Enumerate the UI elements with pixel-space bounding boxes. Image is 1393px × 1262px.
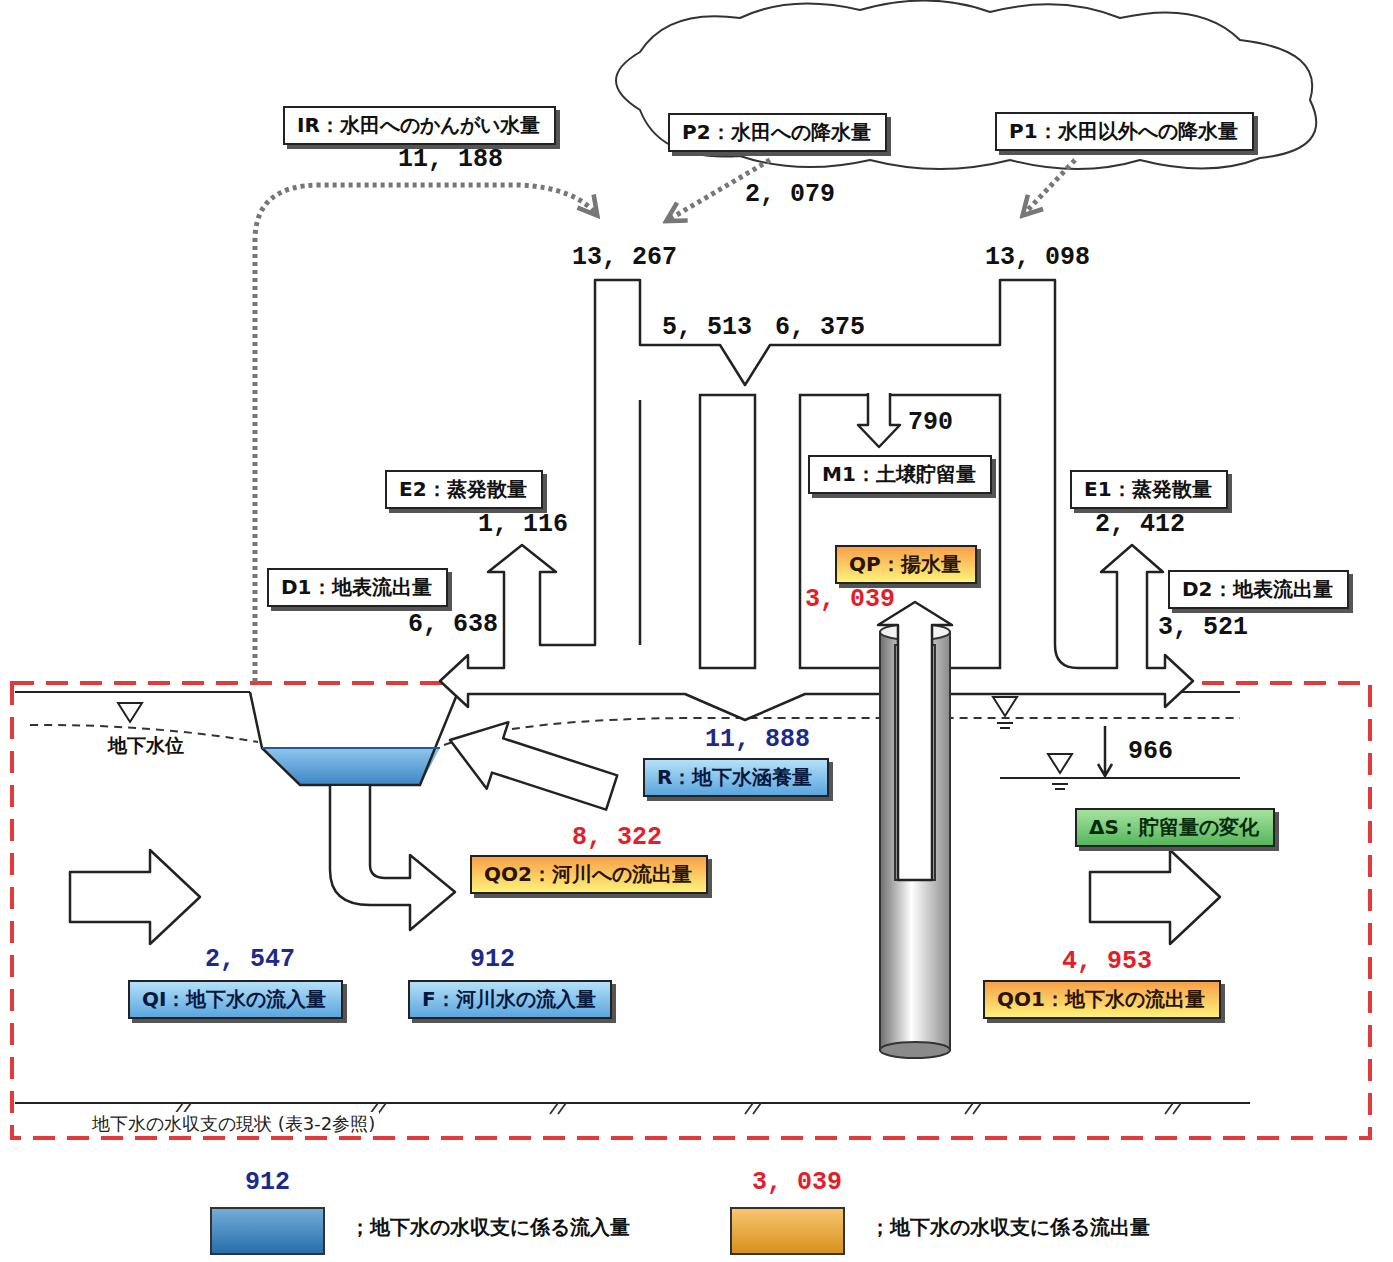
water-level-symbol: [993, 697, 1017, 728]
precipitation-path: [1024, 160, 1075, 214]
box-label: P2：水田への降水量: [682, 119, 873, 146]
box-label: QO1：地下水の流出量: [997, 986, 1207, 1013]
flow-value: 966: [1128, 737, 1173, 766]
flow-value: 2, 412: [1095, 510, 1185, 539]
flow-label-box: QI：地下水の流入量: [128, 980, 343, 1019]
legend-swatch: [730, 1207, 845, 1255]
box-label: P1：水田以外への降水量: [1009, 118, 1240, 145]
flow-value: 11, 188: [398, 145, 503, 174]
flow-gap: [700, 395, 755, 668]
flow-value: 13, 267: [572, 243, 677, 272]
pumping-arrow: [878, 602, 952, 880]
flow-value: 3, 521: [1158, 613, 1248, 642]
flow-wall: [639, 400, 642, 645]
flow-label-box: IR：水田へのかんがい水量: [283, 106, 556, 145]
box-label: D2：地表流出量: [1182, 576, 1335, 603]
water-level-symbol: [118, 703, 142, 722]
box-label: QI：地下水の流入量: [142, 986, 329, 1013]
flow-label-box: QP：揚水量: [835, 545, 977, 584]
box-label: E1：蒸発散量: [1084, 476, 1214, 503]
river-surface: [262, 747, 440, 749]
cloud: [616, 0, 1316, 169]
flow-label-box: P2：水田への降水量: [668, 113, 887, 152]
groundwater-inflow-arrow: [70, 850, 200, 944]
flow-value: 912: [245, 1168, 290, 1197]
groundwater-outflow-arrow: [1090, 850, 1220, 944]
irrigation-path: [255, 185, 596, 682]
flow-label-box: P1：水田以外への降水量: [995, 112, 1254, 151]
river-inflow-arrow: [330, 786, 455, 930]
flow-value: 912: [470, 945, 515, 974]
flow-value: 1, 116: [478, 510, 568, 539]
flow-value: 4, 953: [1062, 947, 1152, 976]
flow-value: 2, 547: [205, 945, 295, 974]
legend-text: ；地下水の水収支に係る流入量: [350, 1214, 630, 1241]
water-level-symbol: [1048, 754, 1072, 789]
water-table: [30, 718, 1240, 745]
water-table-label: 地下水位: [108, 733, 184, 759]
flow-label-box: D1：地表流出量: [267, 568, 448, 607]
caption: 地下水の水収支の現状 (表3-2参照): [88, 1112, 379, 1136]
box-label: D1：地表流出量: [281, 574, 434, 601]
flow-label-box: D2：地表流出量: [1168, 570, 1349, 609]
flow-value: 13, 098: [985, 243, 1090, 272]
box-label: M1：土壌貯留量: [822, 461, 978, 488]
river-outflow-arrow: [439, 707, 622, 826]
balance-boundary: [12, 683, 1370, 1138]
box-label: R：地下水涵養量: [657, 764, 815, 791]
flow-value: 2, 079: [745, 180, 835, 209]
box-label: QO2：河川への流出量: [484, 861, 694, 888]
box-label: F：河川水の流入量: [422, 986, 598, 1013]
bedrock-line: [15, 1102, 1250, 1104]
flow-label-box: QO1：地下水の流出量: [983, 980, 1221, 1019]
flow-label-box: QO2：河川への流出量: [470, 855, 708, 894]
legend-swatch: [210, 1207, 325, 1255]
flow-value: 6, 638: [408, 610, 498, 639]
flow-value: 790: [908, 408, 953, 437]
soil-storage-arrow: [858, 393, 900, 447]
flow-label-box: M1：土壌貯留量: [808, 455, 992, 494]
lowered-water-level: [1000, 777, 1240, 779]
flow-value: 5, 513: [662, 313, 752, 342]
river-water: [262, 748, 440, 785]
flow-value: 11, 888: [705, 725, 810, 754]
box-label: IR：水田へのかんがい水量: [297, 112, 542, 139]
flow-value: 6, 375: [775, 313, 865, 342]
flow-value: 3, 039: [805, 585, 895, 614]
well-bottom: [880, 1042, 950, 1058]
river-channel: [250, 692, 458, 785]
box-label: E2：蒸発散量: [399, 476, 529, 503]
storage-change-arrow: [1098, 726, 1112, 776]
flow-value: 3, 039: [752, 1168, 842, 1197]
flow-value: 8, 322: [572, 823, 662, 852]
flow-label-box: ΔS：貯留量の変化: [1075, 808, 1275, 847]
box-label: QP：揚水量: [849, 551, 963, 578]
flow-label-box: R：地下水涵養量: [643, 758, 829, 797]
flow-label-box: E1：蒸発散量: [1070, 470, 1228, 509]
box-label: ΔS：貯留量の変化: [1089, 814, 1261, 841]
legend-text: ；地下水の水収支に係る流出量: [870, 1214, 1150, 1241]
flow-label-box: E2：蒸発散量: [385, 470, 543, 509]
flow-label-box: F：河川水の流入量: [408, 980, 612, 1019]
